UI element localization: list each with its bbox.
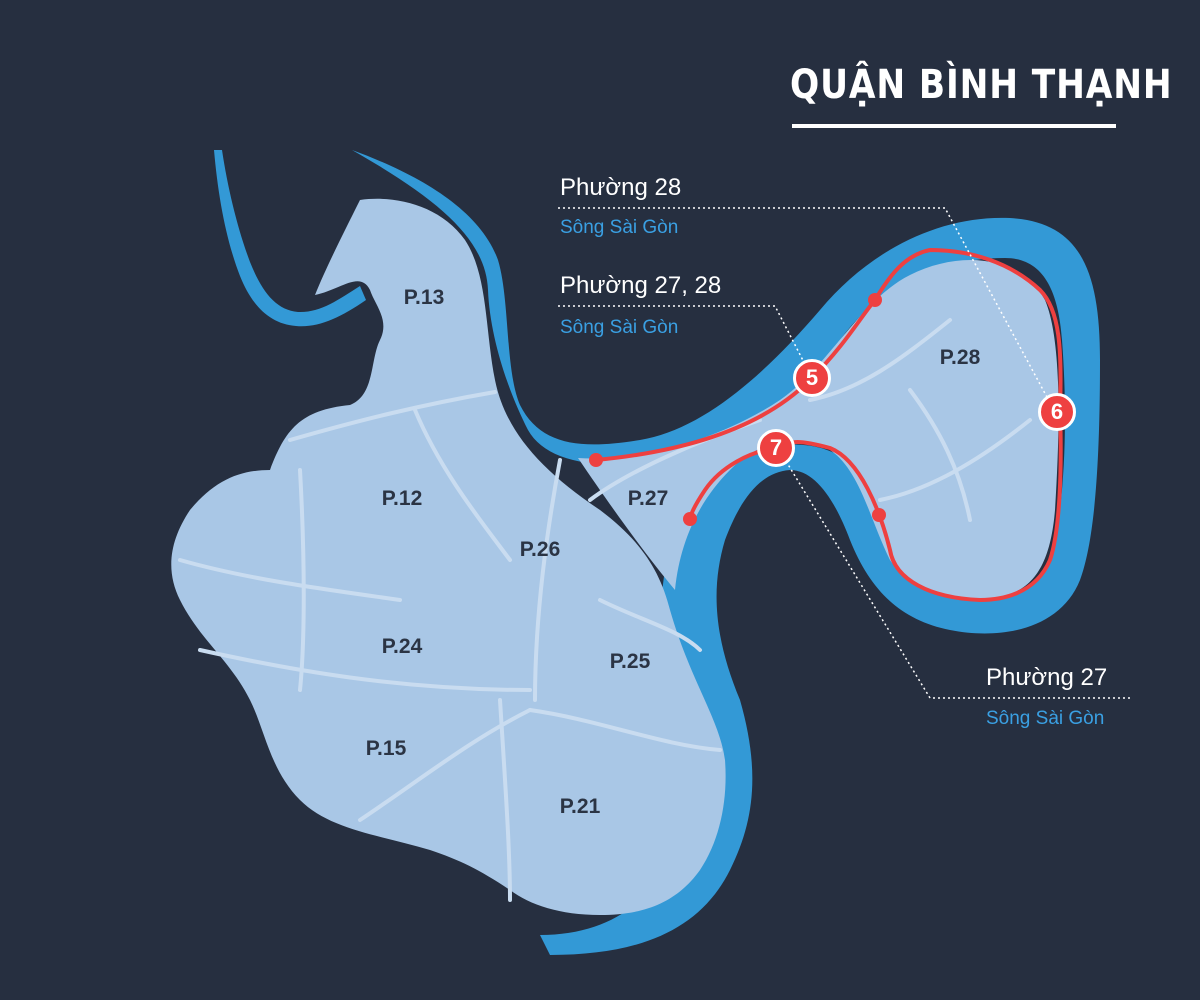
route-dot bbox=[683, 512, 697, 526]
ward-label-p24: P.24 bbox=[381, 635, 423, 658]
route-marker-7[interactable]: 7 bbox=[757, 429, 795, 467]
peninsula-land bbox=[578, 260, 1059, 599]
saigon-river bbox=[352, 150, 1100, 955]
ward-label-p25: P.25 bbox=[609, 650, 651, 673]
route-marker-5[interactable]: 5 bbox=[793, 359, 831, 397]
ward-label-p15: P.15 bbox=[365, 737, 407, 760]
route-dot bbox=[589, 453, 603, 467]
callout-river-28: Sông Sài Gòn bbox=[560, 217, 679, 238]
callout-river-27: Sông Sài Gòn bbox=[986, 708, 1105, 729]
leader-line-27-28 bbox=[558, 305, 813, 379]
callout-river-27-28: Sông Sài Gòn bbox=[560, 317, 679, 338]
leader-line-27 bbox=[777, 447, 1130, 699]
ward-label-p26: P.26 bbox=[519, 538, 561, 561]
map-title: QUẬN BÌNH THẠNH bbox=[790, 62, 1173, 108]
title-underline bbox=[792, 124, 1116, 128]
route-dots bbox=[589, 293, 886, 526]
route-dot bbox=[868, 293, 882, 307]
ward-label-p12: P.12 bbox=[381, 487, 423, 510]
ward-label-p28: P.28 bbox=[939, 346, 981, 369]
route-marker-6[interactable]: 6 bbox=[1038, 393, 1076, 431]
route-dot bbox=[872, 508, 886, 522]
district-land bbox=[171, 198, 726, 915]
road-network bbox=[178, 318, 1032, 902]
ward-label-p21: P.21 bbox=[559, 795, 601, 818]
tributary-river bbox=[214, 150, 366, 327]
callout-name-27-28: Phường 27, 28 bbox=[560, 272, 722, 299]
ward-label-p27: P.27 bbox=[627, 487, 669, 510]
leader-line-28 bbox=[558, 207, 1056, 413]
route-5 bbox=[594, 247, 1063, 462]
callout-name-27: Phường 27 bbox=[986, 664, 1108, 691]
callout-name-28: Phường 28 bbox=[560, 174, 682, 201]
leader-lines bbox=[558, 207, 1130, 699]
route-6 bbox=[778, 408, 1063, 603]
ward-label-p13: P.13 bbox=[403, 286, 445, 309]
